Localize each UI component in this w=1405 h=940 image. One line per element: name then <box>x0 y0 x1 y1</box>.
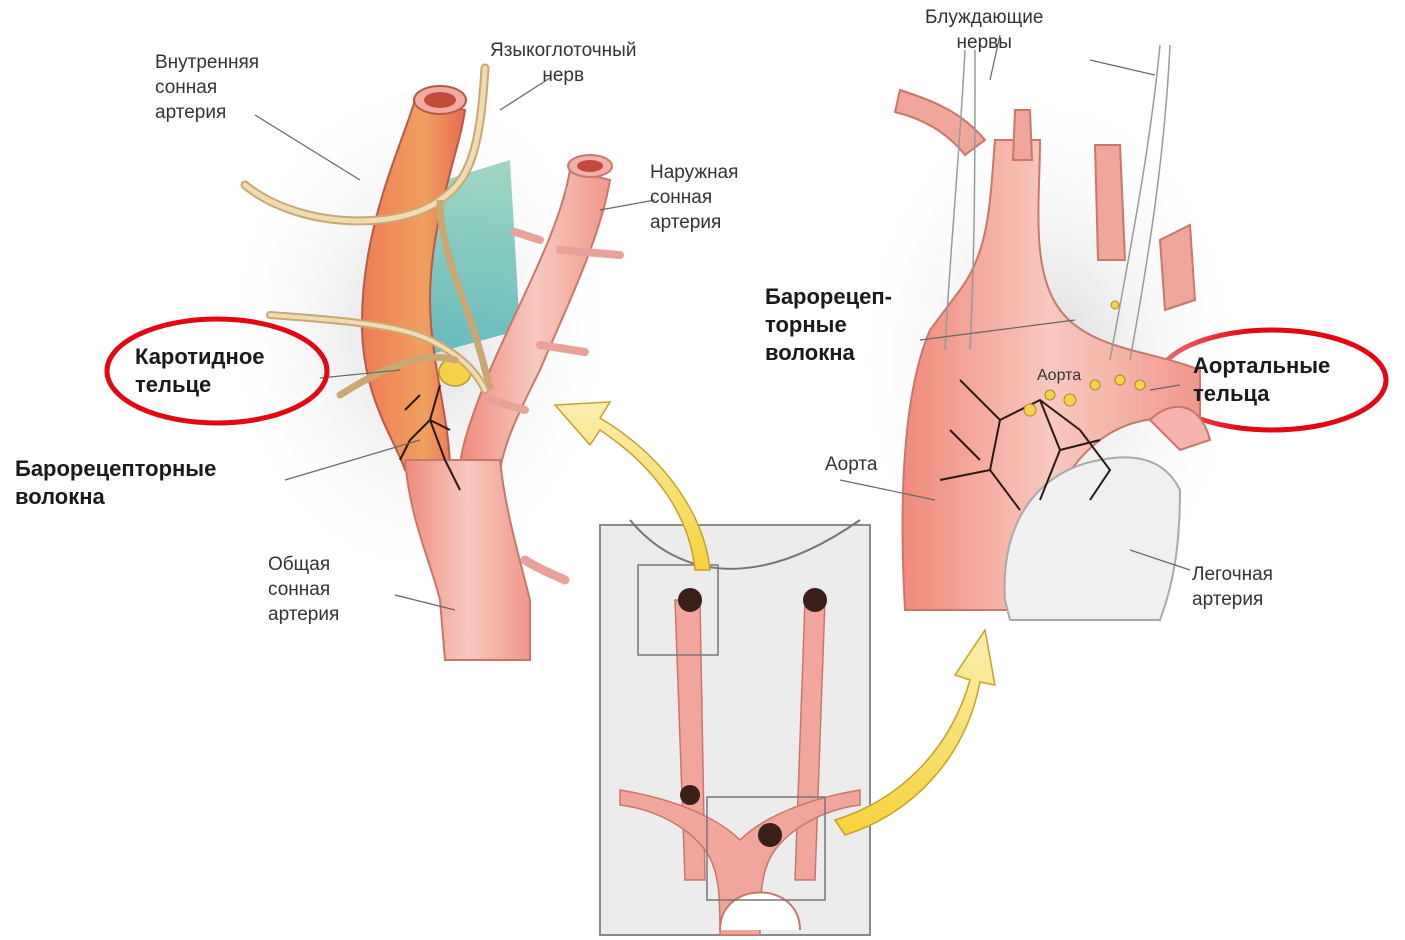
arterial-branch <box>525 560 565 580</box>
right-branch-artery <box>1160 225 1195 310</box>
inset-aortic-cluster <box>680 785 700 805</box>
inset-aortic-cluster <box>758 823 782 847</box>
leader-line <box>1090 60 1155 75</box>
internal-carotid-inner <box>424 92 456 108</box>
left-carotid-branch <box>1013 110 1032 160</box>
subclavian-artery <box>1095 145 1125 260</box>
label-aorta-small: Аорта <box>1037 363 1081 388</box>
external-carotid-inner <box>577 160 603 172</box>
arterial-branch <box>560 250 620 255</box>
inset-carotid-body <box>803 588 827 612</box>
inset-carotid-body <box>678 588 702 612</box>
label-aorta: Аорта <box>825 452 877 477</box>
leader-line <box>600 200 655 210</box>
